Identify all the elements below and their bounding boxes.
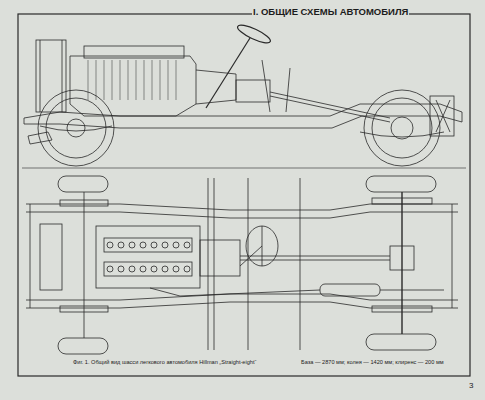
cylinder-mark <box>184 266 190 272</box>
cylinder-mark <box>162 242 168 248</box>
engine-fin <box>160 60 161 100</box>
page-frame <box>18 14 470 376</box>
engine-fin <box>176 60 177 100</box>
cylinder-mark <box>184 242 190 248</box>
engine-fin <box>168 60 169 100</box>
cylinder-mark <box>118 266 124 272</box>
cylinder-mark <box>129 266 135 272</box>
page-number: 3 <box>468 381 474 390</box>
engine-fin <box>128 60 129 100</box>
engine-fin <box>136 60 137 100</box>
engine-fin <box>120 60 121 100</box>
engine-fin <box>152 60 153 100</box>
engine-fin <box>88 60 89 100</box>
cylinder-mark <box>140 266 146 272</box>
engine-fin <box>96 60 97 100</box>
cylinder-mark <box>140 242 146 248</box>
engine-fin <box>144 60 145 100</box>
plan-view <box>26 176 458 354</box>
engine-fin <box>112 60 113 100</box>
engine-fin <box>104 60 105 100</box>
cylinder-mark <box>129 242 135 248</box>
cylinder-mark <box>173 266 179 272</box>
cylinder-mark <box>162 266 168 272</box>
figure-caption: Фиг. 1. Общий вид шасси легкового автомо… <box>72 359 257 365</box>
dimension-note: База — 2870 мм; колея — 1420 мм; клиренс… <box>300 359 445 365</box>
cylinder-mark <box>107 242 113 248</box>
cylinder-mark <box>107 266 113 272</box>
section-title: I. ОБЩИЕ СХЕМЫ АВТОМОБИЛЯ <box>252 6 409 17</box>
side-view <box>22 22 466 168</box>
cylinder-mark <box>173 242 179 248</box>
cylinder-mark <box>151 242 157 248</box>
cylinder-mark <box>151 266 157 272</box>
cylinder-mark <box>118 242 124 248</box>
